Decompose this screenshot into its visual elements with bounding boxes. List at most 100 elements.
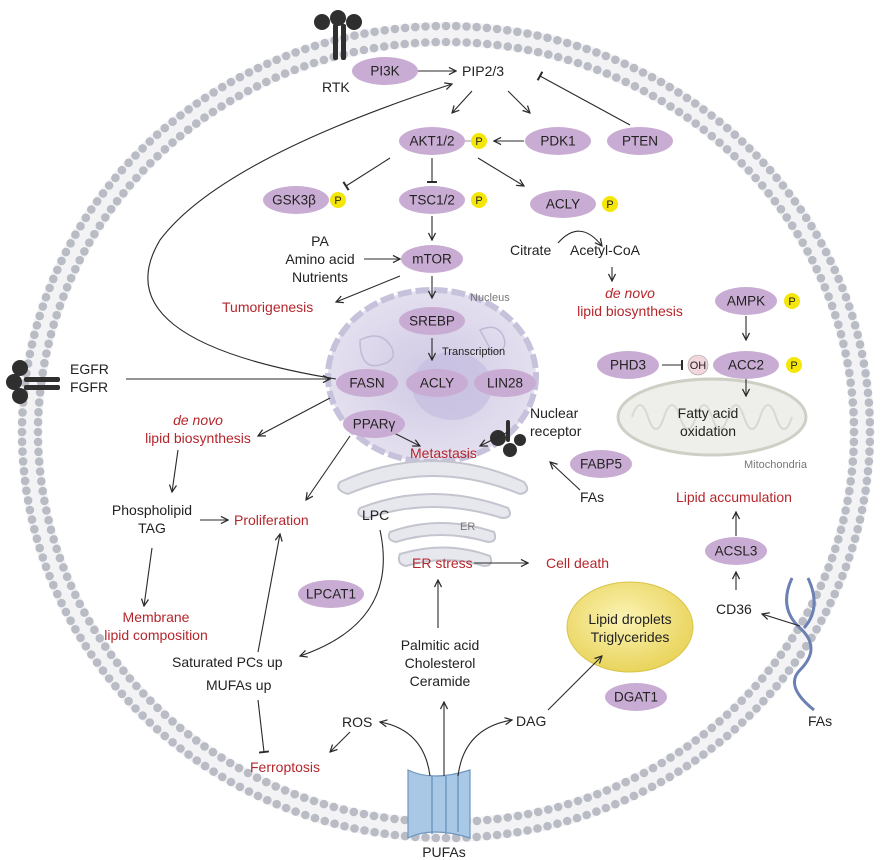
membrane-bead — [18, 447, 27, 456]
label-membrane: Membrane — [123, 609, 190, 625]
membrane-bead — [573, 796, 583, 806]
membrane-bead — [101, 642, 110, 651]
node-fabp5: FABP5 — [570, 450, 632, 478]
membrane-bead — [472, 38, 482, 48]
membrane-bead — [752, 704, 761, 713]
membrane-bead — [492, 24, 502, 34]
membrane-bead — [583, 793, 592, 802]
membrane-bead — [71, 264, 80, 274]
svg-text:ACSL3: ACSL3 — [715, 544, 758, 559]
membrane-bead — [699, 730, 709, 739]
membrane-bead — [59, 292, 68, 301]
membrane-bead — [208, 747, 218, 757]
svg-text:P: P — [606, 199, 613, 211]
membrane-bead — [25, 505, 35, 515]
svg-text:LIN28: LIN28 — [487, 376, 523, 391]
membrane-bead — [33, 437, 43, 447]
membrane-bead — [98, 666, 108, 675]
membrane-bead — [722, 710, 732, 719]
membrane-bead — [176, 744, 185, 753]
membrane-bead — [715, 138, 724, 147]
label-ferroptosis: Ferroptosis — [250, 759, 320, 775]
membrane-bead — [630, 82, 640, 91]
membrane-bead — [630, 773, 640, 782]
membrane-bead — [803, 608, 812, 617]
membrane-bead — [42, 349, 51, 358]
membrane-bead — [790, 197, 800, 206]
svg-text:P: P — [475, 195, 482, 207]
membrane-bead — [830, 589, 839, 599]
membrane-bead — [225, 96, 235, 106]
membrane-bead — [421, 833, 430, 842]
membrane-bead — [200, 761, 210, 771]
membrane-bead — [35, 311, 44, 321]
membrane-bead — [666, 753, 675, 762]
membrane-bead — [472, 22, 482, 32]
membrane-bead — [503, 42, 513, 51]
membrane-bead — [85, 617, 94, 626]
membrane-bead — [523, 809, 533, 819]
membrane-bead — [17, 417, 27, 427]
membrane-bead — [30, 330, 39, 340]
membrane-bead — [160, 145, 170, 154]
membrane-bead — [263, 795, 272, 805]
membrane-bead — [798, 617, 807, 626]
membrane-bead — [290, 65, 300, 75]
membrane-bead — [53, 265, 62, 275]
membrane-bead — [639, 768, 649, 778]
membrane-bead — [138, 711, 147, 720]
membrane-bead — [281, 803, 291, 813]
membrane-bead — [647, 72, 657, 82]
membrane-bead — [827, 301, 837, 311]
node-acly-nucleus: ACLY — [406, 369, 468, 397]
svg-text:P: P — [790, 360, 797, 372]
label-lipid-composition: lipid composition — [104, 627, 208, 643]
membrane-bead — [330, 819, 339, 828]
membrane-bead — [209, 88, 218, 97]
membrane-bead — [309, 58, 319, 68]
membrane-bead — [683, 742, 692, 751]
label-proliferation: Proliferation — [234, 512, 309, 528]
membrane-bead — [217, 753, 226, 762]
membrane-bead — [400, 831, 410, 841]
label-nucleus: Nucleus — [470, 292, 510, 304]
membrane-bead — [553, 36, 562, 45]
membrane-bead — [410, 38, 420, 48]
membrane-bead — [66, 581, 76, 591]
membrane-bead — [431, 833, 441, 843]
membrane-bead — [629, 791, 639, 801]
membrane-bead — [523, 45, 533, 55]
svg-text:mTOR: mTOR — [412, 252, 452, 267]
label-mitochondria: Mitochondria — [744, 459, 808, 471]
label-fgfr: FGFR — [70, 379, 108, 395]
membrane-bead — [665, 82, 674, 92]
membrane-bead — [369, 43, 379, 53]
label-fas-fabp5: FAs — [580, 489, 604, 505]
membrane-bead — [503, 26, 512, 35]
membrane-bead — [772, 681, 781, 691]
membrane-bead — [87, 205, 96, 214]
membrane-bead — [46, 525, 56, 535]
membrane-bead — [715, 738, 724, 747]
membrane-bead — [111, 173, 120, 183]
membrane-bead — [582, 44, 591, 54]
membrane-bead — [310, 813, 320, 823]
membrane-bead — [53, 589, 62, 599]
membrane-bead — [360, 29, 369, 38]
membrane-bead — [730, 725, 740, 734]
membrane-bead — [380, 26, 390, 35]
membrane-bead — [124, 696, 133, 706]
membrane-bead — [176, 111, 185, 120]
membrane-bead — [778, 181, 788, 190]
label-oxidation: oxidation — [680, 423, 736, 439]
membrane-bead — [593, 789, 602, 799]
membrane-bead — [281, 51, 291, 61]
membrane-bead — [18, 408, 27, 417]
membrane-bead — [839, 339, 848, 349]
membrane-bead — [784, 189, 794, 198]
membrane-bead — [657, 758, 667, 768]
membrane-bead — [764, 189, 773, 198]
membrane-bead — [841, 562, 851, 572]
